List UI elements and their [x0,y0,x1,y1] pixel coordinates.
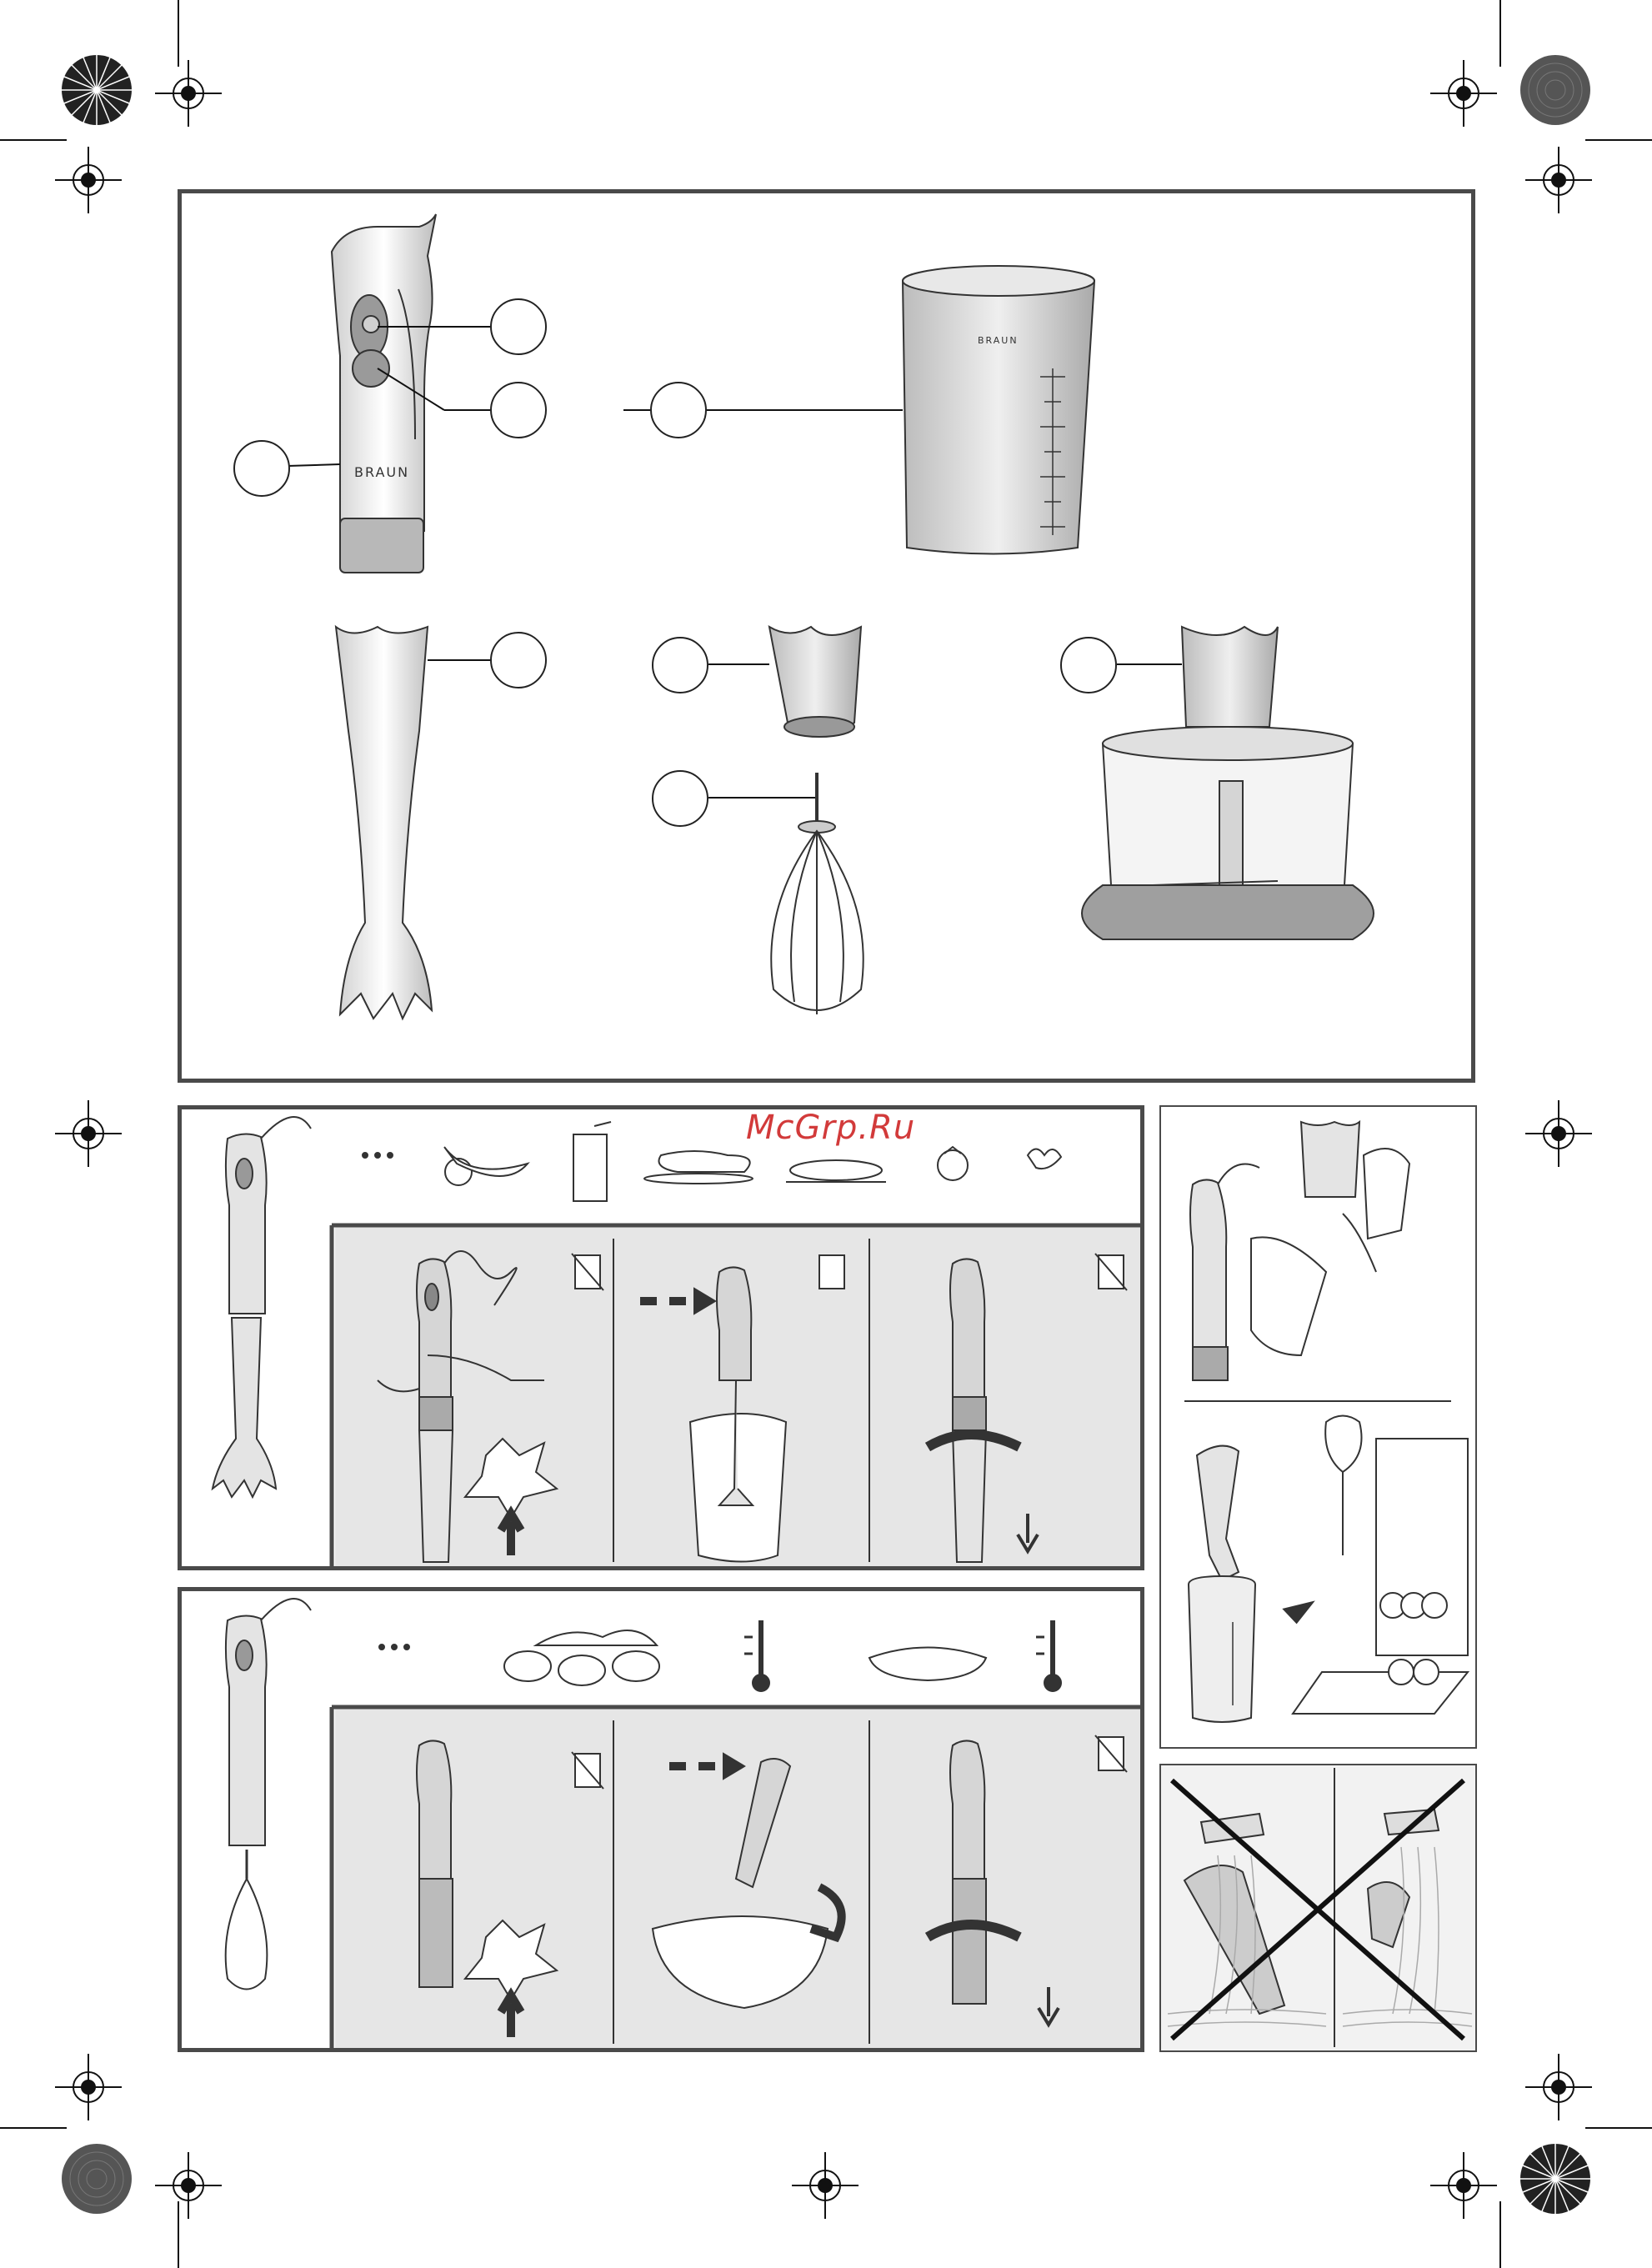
crosshair-registration-icon [55,147,122,213]
callout-circle [652,770,708,827]
radial-starburst-icon [60,2142,133,2215]
svg-text:BRAUN: BRAUN [978,335,1019,346]
watermark-text: McGrp.Ru [746,1109,915,1147]
crosshair-registration-icon [1430,60,1497,127]
radial-starburst-icon [60,53,133,127]
radial-starburst-icon [1519,53,1592,127]
whisking-illustration [178,1587,1144,2052]
crosshair-registration-icon [155,60,222,127]
callout-circle [1060,637,1117,693]
warning-illustration [1159,1764,1477,2052]
crosshair-registration-icon [1525,1100,1592,1167]
crosshair-registration-icon [1430,2152,1497,2219]
callout-circle [490,298,547,355]
callout-circle [650,382,707,438]
callout-circle [233,440,290,497]
cleaning-illustration [1159,1105,1477,1749]
crosshair-registration-icon [1525,2054,1592,2120]
callout-circle [490,632,547,688]
crosshair-registration-icon [55,1100,122,1167]
callout-circle [652,637,708,693]
svg-text:BRAUN: BRAUN [354,464,409,480]
crosshair-registration-icon [55,2054,122,2120]
crosshair-registration-icon [155,2152,222,2219]
parts-overview-illustration: BRAUN BRAUN [178,189,1475,1083]
callout-circle [490,382,547,438]
crosshair-registration-icon [792,2152,859,2219]
radial-starburst-icon [1519,2142,1592,2215]
blending-illustration [178,1105,1144,1570]
crosshair-registration-icon [1525,147,1592,213]
